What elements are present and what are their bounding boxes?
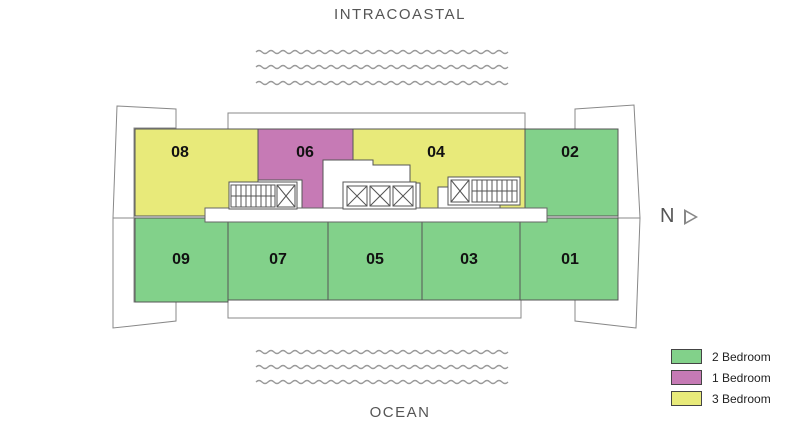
core-center-elevators — [342, 181, 417, 210]
north-label: N — [660, 205, 675, 227]
legend-label-3-bedroom: 3 Bedroom — [712, 391, 771, 406]
core-left — [228, 181, 298, 210]
legend-label-2-bedroom: 2 Bedroom — [712, 349, 771, 364]
wave-line — [255, 80, 509, 86]
unit-01[interactable] — [519, 217, 619, 301]
wave-line — [255, 349, 509, 355]
water-waves-bottom — [255, 349, 509, 385]
intracoastal-label: INTRACOASTAL — [334, 6, 466, 23]
unit-number-07: 07 — [269, 251, 287, 268]
water-waves-top — [255, 49, 509, 86]
unit-number-03: 03 — [460, 251, 478, 268]
unit-09[interactable] — [134, 217, 229, 303]
legend: 2 Bedroom 1 Bedroom 3 Bedroom — [671, 346, 771, 409]
legend-item-3-bedroom: 3 Bedroom — [671, 388, 771, 409]
wave-line — [255, 64, 509, 70]
unit-number-04: 04 — [427, 144, 445, 161]
legend-swatch-2-bedroom — [671, 349, 702, 364]
legend-swatch-3-bedroom — [671, 391, 702, 406]
north-indicator: N — [660, 205, 699, 228]
unit-number-08: 08 — [171, 144, 189, 161]
north-arrow-icon — [684, 208, 699, 225]
unit-number-02: 02 — [561, 144, 579, 161]
ocean-label: OCEAN — [369, 404, 431, 421]
wave-line — [255, 49, 509, 55]
legend-swatch-1-bedroom — [671, 370, 702, 385]
legend-item-2-bedroom: 2 Bedroom — [671, 346, 771, 367]
unit-number-06: 06 — [296, 144, 314, 161]
unit-number-05: 05 — [366, 251, 384, 268]
wave-line — [255, 379, 509, 385]
corridor — [204, 207, 548, 223]
unit-02[interactable] — [524, 128, 619, 217]
unit-number-01: 01 — [561, 251, 579, 268]
unit-number-09: 09 — [172, 251, 190, 268]
core-right — [447, 176, 521, 206]
legend-label-1-bedroom: 1 Bedroom — [712, 370, 771, 385]
wave-line — [255, 364, 509, 370]
legend-item-1-bedroom: 1 Bedroom — [671, 367, 771, 388]
